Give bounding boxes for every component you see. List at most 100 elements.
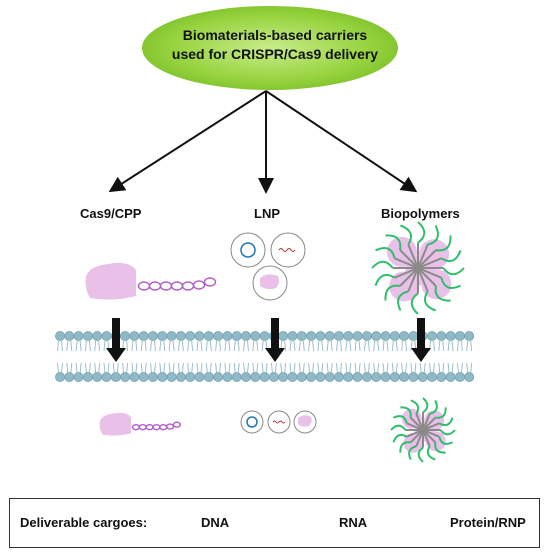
lipid-tail [308,340,315,352]
polymer-core-strand [407,244,419,269]
polymer-arm [417,221,426,244]
lipid-tail [363,362,370,374]
lipid-tail [345,340,352,352]
lipid-head [157,331,168,341]
polymer-core-strand [409,429,424,444]
lipid-tail [456,362,463,374]
lipid-head [324,372,335,382]
lipid-head [213,331,223,341]
lipid-tail [196,362,203,374]
lipid-tail [94,362,101,374]
lipid-tail [205,362,212,374]
polymer-arm [427,225,439,246]
polymer-arm [435,235,452,252]
lipid-head [129,331,140,341]
lipid-tail [57,340,63,352]
lipid-tail [466,340,473,352]
polymer-core-strand [422,416,437,431]
polymer-core-strand [394,267,419,279]
lipid-head [194,372,205,382]
polymer-core-strand [415,413,424,431]
arrow-cas9-through-membrane [106,318,126,362]
cpp-peptide-bead [159,423,168,431]
arrow-to-biopolymers [265,90,418,193]
lipid-head [157,372,168,382]
lipid-head [296,331,307,341]
lipid-tail [438,340,445,352]
cpp-peptide-bead [145,423,154,431]
lipid-head [380,372,391,382]
polymer-arm [392,433,408,443]
lipid-tail [289,340,296,352]
protein-blob-icon [99,412,131,436]
lipid-head [343,331,354,341]
polymer-core-strand [399,267,419,287]
dna-ring-icon [240,242,256,258]
lipid-head [464,372,475,382]
lipid-head [399,372,409,382]
lipid-tail [391,340,398,352]
polymer-arm [371,260,394,269]
lipid-tail [187,362,194,374]
polymer-arm [393,415,408,424]
lipid-tail [159,362,166,374]
lipid-head [185,372,196,382]
lipid-head [361,331,372,341]
polymer-arm [417,446,424,463]
lipid-head [241,331,251,341]
lipid-tail [168,340,175,352]
lipid-head [250,372,261,382]
lipid-head [241,372,251,382]
polymer-core-strand [399,249,419,269]
polymer-arm [399,441,411,453]
legend-heading: Deliverable cargoes: [20,515,148,530]
lipid-tail [336,340,342,352]
lipid-tail [122,362,129,374]
polymer-core-strand [422,429,437,444]
lipid-head [101,372,112,382]
diagram-title: Biomaterials-based carriers used for CRI… [160,26,390,64]
lipid-head [203,372,214,382]
lipid-tail [215,340,222,352]
lipid-head [222,331,233,341]
cpp-peptide-bead [152,423,161,431]
polymer-arm [397,290,409,311]
polymer-arm [440,250,462,263]
lipid-tail [196,340,203,352]
lipid-head [389,331,400,341]
legend-label-rna: RNA [339,515,368,530]
lipid-tail [224,340,231,352]
lipid-tail [270,362,277,374]
lipid-head [194,331,205,341]
arrow-biopolymer-through-membrane [411,318,431,362]
lipid-head [129,372,140,382]
biopolymer-nanoparticle-bottom [390,397,456,463]
lnp-rna-particle [270,232,306,268]
biopolymer-nanoparticle-top [371,221,465,315]
lipid-tail [345,362,352,374]
lipid-head [417,372,428,382]
cpp-peptide-bead [138,423,147,431]
lipid-tail [224,362,231,374]
lipid-head [454,331,465,341]
lnp-dna-particle-small [240,410,264,434]
lipid-tail [354,362,361,374]
lipid-head [259,372,270,382]
polymer-core-strand [394,257,419,269]
polymer-core-strand [422,413,431,431]
polymer-core-strand [417,257,442,269]
polymer-arm [423,290,436,312]
lipid-tail [354,340,361,352]
lipid-tail [103,362,110,374]
polymer-arm [385,234,402,251]
lipid-tail [131,362,138,374]
lipid-head [203,331,214,341]
rna-wave-icon [278,248,296,252]
lipid-tail [187,340,194,352]
lipid-head [371,331,382,341]
polymer-arm [374,273,396,286]
polymer-arm [440,277,461,289]
lipid-tail [308,362,315,374]
lipid-head [427,331,437,341]
